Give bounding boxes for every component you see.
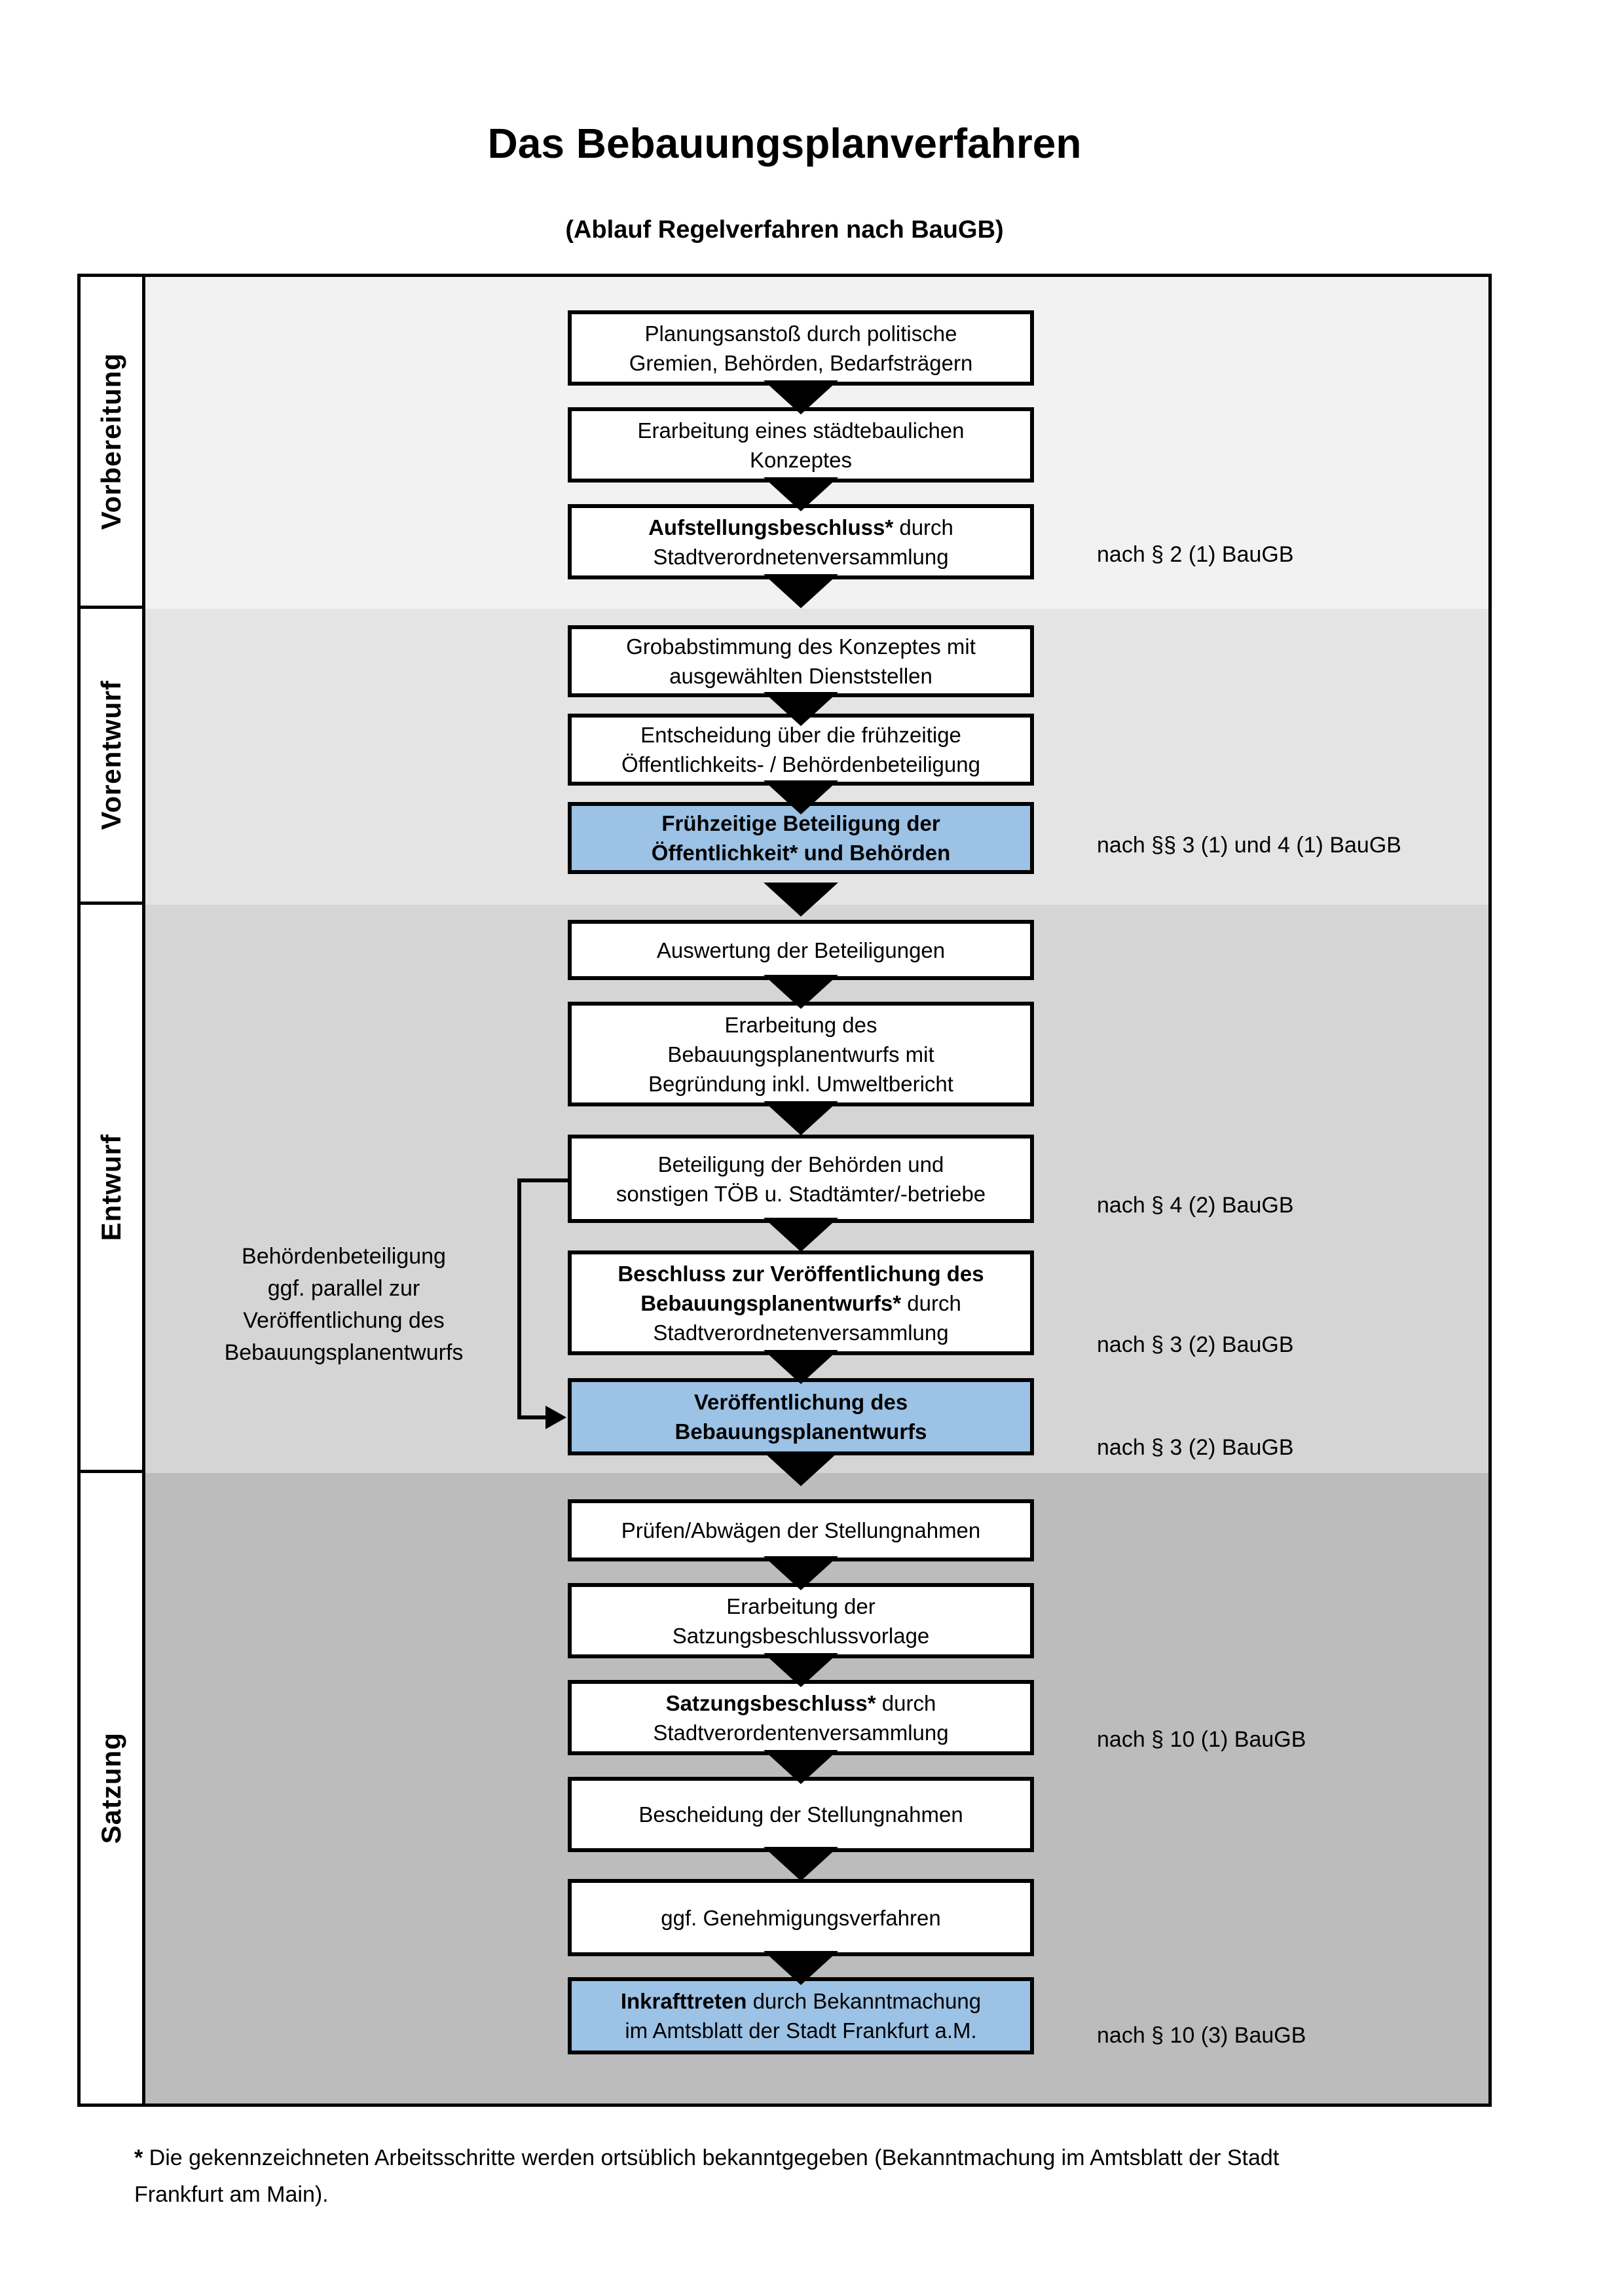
step-line: Stadtverordnetenversammlung [653, 1320, 949, 1345]
law-reference: nach § 3 (2) BauGB [1097, 1435, 1294, 1460]
bracket-line-bottom [517, 1415, 547, 1419]
down-arrow-icon [764, 1101, 838, 1135]
step-grobabstimmung: Grobabstimmung des Konzeptes mit ausgewä… [568, 625, 1034, 697]
step-line: Stadtverordentenversammlung [653, 1720, 949, 1745]
step-line: Aufstellungsbeschluss* durch [648, 515, 953, 539]
step-line: Begründung inkl. Umweltbericht [648, 1071, 953, 1096]
down-arrow-icon [764, 1750, 838, 1784]
down-arrow-icon [764, 1847, 838, 1881]
step-line: Inkrafttreten durch Bekanntmachung [620, 1989, 982, 2013]
step-line: ggf. Genehmigungsverfahren [661, 1905, 941, 1930]
side-note-line: Behördenbeteiligung [242, 1244, 446, 1269]
down-arrow-icon [764, 477, 838, 511]
step-line: Bebauungsplanentwurfs [674, 1419, 927, 1444]
step-line: Satzungsbeschlussvorlage [672, 1623, 930, 1648]
step-genehmigungsverfahren: ggf. Genehmigungsverfahren [568, 1879, 1034, 1956]
step-staedtebauliches-konzept: Erarbeitung eines städtebaulichen Konzep… [568, 407, 1034, 483]
step-line: im Amtsblatt der Stadt Frankfurt a.M. [625, 2018, 977, 2043]
phase-cell-entwurf: Entwurf [77, 902, 145, 1473]
down-arrow-icon [764, 975, 838, 1009]
step-line: Planungsanstoß durch politische [644, 321, 957, 346]
phase-cell-vorentwurf: Vorentwurf [77, 606, 145, 905]
footnote-asterisk: * [134, 2145, 143, 2170]
phase-cell-vorbereitung: Vorbereitung [77, 274, 145, 609]
down-arrow-icon [764, 780, 838, 814]
step-line: sonstigen TÖB u. Stadtämter/-betriebe [616, 1181, 986, 1206]
step-beschluss-veroeffentlichung: Beschluss zur Veröffentlichung des Bebau… [568, 1250, 1034, 1355]
step-line: Veröffentlichung des [693, 1390, 908, 1414]
down-arrow-icon [764, 1653, 838, 1687]
law-reference: nach §§ 3 (1) und 4 (1) BauGB [1097, 833, 1401, 858]
step-fruehzeitige-beteiligung: Frühzeitige Beteiligung der Öffentlichke… [568, 802, 1034, 874]
side-note-line: Veröffentlichung des [243, 1308, 445, 1333]
down-arrow-icon [764, 1218, 838, 1252]
step-line: Gremien, Behörden, Bedarfsträgern [629, 350, 973, 375]
side-note-behoerdenbeteiligung: Behördenbeteiligung ggf. parallel zur Ve… [190, 1241, 498, 1369]
phase-label-vorbereitung: Vorbereitung [96, 352, 126, 530]
right-arrow-icon [545, 1406, 566, 1429]
law-reference: nach § 2 (1) BauGB [1097, 542, 1294, 567]
down-arrow-icon [764, 883, 838, 917]
down-arrow-icon [764, 574, 838, 608]
law-reference: nach § 4 (2) BauGB [1097, 1193, 1294, 1218]
step-line: Öffentlichkeit* und Behörden [651, 841, 951, 865]
bracket-line-vertical [517, 1178, 521, 1419]
step-line: Erarbeitung eines städtebaulichen [637, 418, 965, 443]
step-erarbeitung-entwurf: Erarbeitung des Bebauungsplanentwurfs mi… [568, 1002, 1034, 1106]
phase-label-satzung: Satzung [96, 1732, 126, 1844]
footnote-text: Die gekennzeichneten Arbeitsschritte wer… [134, 2145, 1280, 2207]
step-satzungsbeschlussvorlage: Erarbeitung der Satzungsbeschlussvorlage [568, 1583, 1034, 1658]
side-note-line: ggf. parallel zur [267, 1276, 420, 1301]
step-line: Erarbeitung des [724, 1012, 877, 1037]
step-bescheidung: Bescheidung der Stellungnahmen [568, 1777, 1034, 1852]
down-arrow-icon [764, 1556, 838, 1590]
page-title: Das Bebauungsplanverfahren [487, 120, 1082, 167]
step-line: Erarbeitung der [726, 1594, 876, 1618]
step-line: Satzungsbeschluss* durch [665, 1690, 936, 1715]
step-veroeffentlichung: Veröffentlichung des Bebauungsplanentwur… [568, 1378, 1034, 1455]
step-line: Entscheidung über die frühzeitige [640, 723, 961, 747]
side-note-line: Bebauungsplanentwurfs [224, 1340, 464, 1365]
step-line: Auswertung der Beteiligungen [656, 938, 946, 962]
down-arrow-icon [764, 1951, 838, 1985]
step-planungsanstoss: Planungsanstoß durch politische Gremien,… [568, 310, 1034, 386]
step-line: Bebauungsplanentwurfs mit [667, 1042, 934, 1066]
down-arrow-icon [764, 1452, 838, 1486]
step-line: Stadtverordnetenversammlung [653, 544, 949, 569]
step-auswertung: Auswertung der Beteiligungen [568, 920, 1034, 980]
law-reference: nach § 10 (1) BauGB [1097, 1727, 1306, 1752]
law-reference: nach § 10 (3) BauGB [1097, 2023, 1306, 2048]
step-line: Bescheidung der Stellungnahmen [638, 1802, 963, 1827]
footnote: * Die gekennzeichneten Arbeitsschritte w… [134, 2140, 1326, 2213]
phase-cell-satzung: Satzung [77, 1470, 145, 2107]
step-line: Grobabstimmung des Konzeptes mit [626, 634, 976, 659]
step-pruefen-abwaegen: Prüfen/Abwägen der Stellungnahmen [568, 1499, 1034, 1561]
step-line: Bebauungsplanentwurfs* durch [640, 1290, 961, 1315]
phase-label-entwurf: Entwurf [96, 1133, 126, 1241]
step-line: Beschluss zur Veröffentlichung des [618, 1261, 984, 1286]
step-satzungsbeschluss: Satzungsbeschluss* durch Stadtverordente… [568, 1680, 1034, 1755]
step-line: Prüfen/Abwägen der Stellungnahmen [621, 1518, 981, 1542]
bracket-line-top [517, 1178, 568, 1182]
phase-label-vorentwurf: Vorentwurf [96, 680, 126, 830]
step-aufstellungsbeschluss: Aufstellungsbeschluss* durch Stadtverord… [568, 504, 1034, 579]
step-line: Öffentlichkeits- / Behördenbeteiligung [621, 752, 980, 776]
page-subtitle: (Ablauf Regelverfahren nach BauGB) [565, 216, 1004, 244]
down-arrow-icon [764, 380, 838, 414]
step-line: Konzeptes [750, 447, 852, 472]
step-line: Frühzeitige Beteiligung der [661, 811, 940, 835]
step-line: Beteiligung der Behörden und [657, 1152, 944, 1176]
step-line: ausgewählten Dienststellen [669, 664, 932, 688]
down-arrow-icon [764, 1350, 838, 1384]
down-arrow-icon [764, 692, 838, 726]
step-inkrafttreten: Inkrafttreten durch Bekanntmachung im Am… [568, 1977, 1034, 2054]
step-behoerdenbeteiligung: Beteiligung der Behörden und sonstigen T… [568, 1135, 1034, 1223]
law-reference: nach § 3 (2) BauGB [1097, 1332, 1294, 1357]
